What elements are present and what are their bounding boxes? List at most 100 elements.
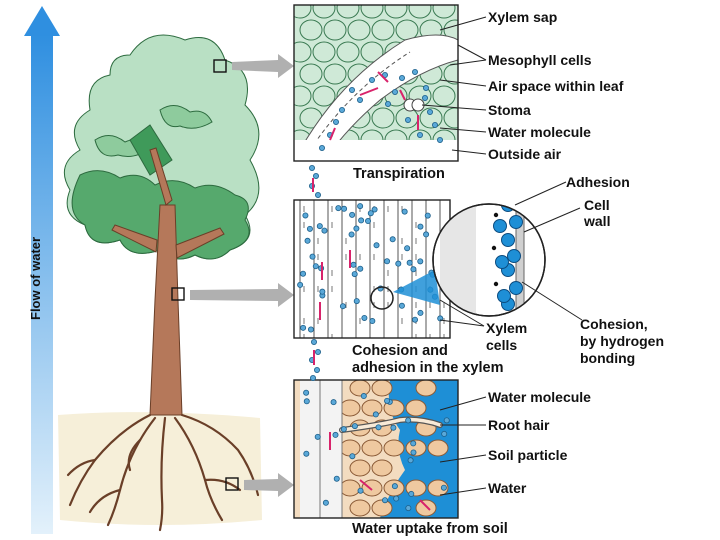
label-water: Water bbox=[488, 480, 527, 496]
label-cell-wall-2: wall bbox=[584, 213, 611, 229]
hydrogen-bond-dot bbox=[493, 281, 499, 287]
label-leader-lines bbox=[421, 16, 583, 496]
water-molecule bbox=[393, 495, 400, 502]
water-molecule bbox=[410, 440, 417, 447]
water-molecule bbox=[412, 316, 419, 323]
water-molecule bbox=[333, 475, 340, 482]
water-molecule bbox=[369, 318, 376, 325]
water-molecule bbox=[335, 205, 342, 212]
soil-uptake-panel bbox=[293, 379, 459, 519]
water-molecule bbox=[358, 217, 365, 224]
soil-particle bbox=[349, 459, 371, 477]
water-molecule bbox=[384, 258, 391, 265]
water-molecule-stream bbox=[308, 164, 321, 381]
water-molecule bbox=[339, 303, 346, 310]
water-molecule-large bbox=[497, 289, 511, 303]
soil-particle bbox=[339, 479, 361, 497]
label-outside-air: Outside air bbox=[488, 146, 562, 162]
soil-particle bbox=[371, 499, 393, 517]
water-molecule bbox=[312, 172, 319, 179]
hydrogen-bond-dot bbox=[491, 245, 497, 251]
label-water-molecule-1: Water molecule bbox=[488, 124, 591, 140]
mesophyll-cell bbox=[294, 85, 312, 107]
water-molecule bbox=[408, 490, 415, 497]
water-molecule bbox=[310, 338, 317, 345]
water-molecule bbox=[443, 417, 450, 424]
water-molecule bbox=[318, 144, 325, 151]
water-molecule bbox=[313, 366, 320, 373]
water-molecule bbox=[422, 85, 429, 92]
label-xylem-cells-1: Xylem bbox=[486, 320, 528, 336]
tree-trunk bbox=[111, 147, 225, 416]
water-molecule bbox=[360, 393, 367, 400]
water-molecule bbox=[321, 227, 328, 234]
water-molecule bbox=[356, 97, 363, 104]
water-molecule bbox=[353, 298, 360, 305]
soil-particle bbox=[371, 380, 393, 397]
mesophyll-cell bbox=[336, 5, 360, 19]
water-molecule-large bbox=[507, 249, 521, 263]
mesophyll-cell bbox=[299, 19, 323, 41]
hydrogen-bond-dot bbox=[493, 212, 499, 218]
mesophyll-cell bbox=[312, 41, 336, 63]
soil-particle bbox=[349, 380, 371, 397]
water-molecule bbox=[304, 237, 311, 244]
xylem-vessels bbox=[299, 200, 445, 338]
water-molecule bbox=[404, 245, 411, 252]
water-molecule bbox=[308, 164, 315, 171]
label-stoma: Stoma bbox=[488, 102, 531, 118]
mesophyll-cell bbox=[312, 5, 336, 19]
mesophyll-cell bbox=[395, 19, 419, 41]
soil-particle bbox=[339, 399, 361, 417]
water-molecule bbox=[405, 505, 412, 512]
water-molecule-large bbox=[501, 233, 515, 247]
water-molecule bbox=[401, 208, 408, 215]
water-molecule bbox=[436, 136, 443, 143]
water-molecule bbox=[322, 499, 329, 506]
water-molecule bbox=[351, 271, 358, 278]
water-molecule bbox=[384, 101, 391, 108]
mesophyll-cell bbox=[299, 63, 323, 85]
water-molecule bbox=[319, 288, 326, 295]
caption-transpiration: Transpiration bbox=[353, 166, 445, 182]
mesophyll-cell bbox=[294, 5, 312, 19]
water-molecule bbox=[389, 236, 396, 243]
mesophyll-cell bbox=[347, 19, 371, 41]
water-molecule bbox=[421, 95, 428, 102]
label-mesophyll-cells: Mesophyll cells bbox=[488, 52, 592, 68]
water-molecule bbox=[368, 77, 375, 84]
label-xylem-sap: Xylem sap bbox=[488, 9, 558, 25]
mesophyll-cell bbox=[443, 107, 458, 129]
locator-squares bbox=[171, 59, 239, 491]
water-molecule bbox=[303, 398, 310, 405]
water-molecule bbox=[398, 75, 405, 82]
caption-cohesion-1: Cohesion and bbox=[352, 343, 448, 359]
water-molecule bbox=[423, 231, 430, 238]
water-molecule bbox=[395, 260, 402, 267]
water-molecule bbox=[316, 223, 323, 230]
water-molecule bbox=[372, 411, 379, 418]
label-soil-particle: Soil particle bbox=[488, 447, 568, 463]
soil-particle bbox=[361, 439, 383, 457]
water-molecule bbox=[330, 399, 337, 406]
water-molecule bbox=[437, 315, 444, 322]
label-cohesion-1: Cohesion, bbox=[580, 316, 648, 332]
water-molecule bbox=[300, 270, 307, 277]
caption-cohesion-2: adhesion in the xylem bbox=[352, 360, 504, 376]
label-cohesion-3: bonding bbox=[580, 350, 636, 366]
water-molecule bbox=[406, 259, 413, 266]
caption-water-uptake: Water uptake from soil bbox=[352, 521, 508, 537]
mesophyll-cell bbox=[432, 5, 456, 19]
water-molecule bbox=[405, 417, 412, 424]
water-molecule bbox=[314, 433, 321, 440]
water-molecule bbox=[303, 450, 310, 457]
label-adhesion: Adhesion bbox=[566, 174, 630, 190]
water-molecule bbox=[300, 324, 307, 331]
water-molecule bbox=[314, 191, 321, 198]
water-molecule bbox=[424, 212, 431, 219]
water-molecule-large bbox=[495, 255, 509, 269]
water-molecule bbox=[367, 210, 374, 217]
water-molecule bbox=[357, 265, 364, 272]
label-cohesion-2: by hydrogen bbox=[580, 333, 665, 349]
water-molecule bbox=[340, 426, 347, 433]
